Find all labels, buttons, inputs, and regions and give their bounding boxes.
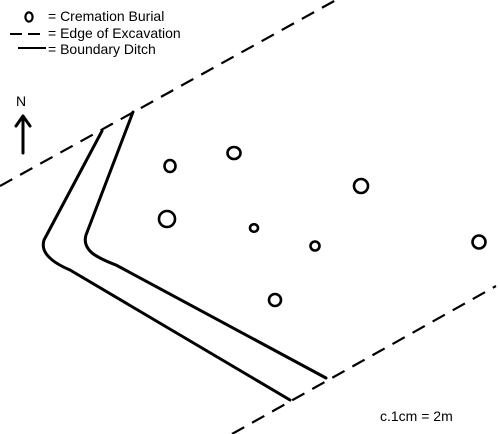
- cremation-burial: [157, 209, 177, 229]
- cremation-burial: [267, 292, 283, 308]
- cremation-burial: [309, 240, 321, 252]
- boundary-ditch-symbol: [6, 41, 48, 57]
- edge-of-excavation-symbol: [6, 25, 48, 41]
- boundary-ditch-inner-line: [83, 110, 328, 380]
- north-arrow-icon: [14, 114, 32, 155]
- excavation-edge-south: [231, 285, 497, 434]
- legend-label: = Cremation Burial: [48, 8, 165, 24]
- north-label: N: [16, 93, 27, 109]
- cremation-burial: [352, 177, 370, 195]
- boundary-ditch-outer-line: [41, 129, 292, 402]
- legend-item-cremation-burial: = Cremation Burial: [6, 8, 164, 24]
- cremation-burials: [157, 145, 487, 308]
- cremation-burial: [471, 234, 487, 250]
- cremation-burial-symbol: [6, 8, 48, 24]
- cremation-burial: [248, 222, 260, 234]
- scale-label: c.1cm = 2m: [380, 408, 453, 424]
- excavation-edge-north: [0, 0, 337, 187]
- cremation-burial: [163, 158, 177, 174]
- legend-item-boundary-ditch: = Boundary Ditch: [6, 41, 156, 57]
- legend-label: = Edge of Excavation: [48, 25, 181, 41]
- legend-item-edge-of-excavation: = Edge of Excavation: [6, 25, 181, 41]
- legend-label: = Boundary Ditch: [48, 41, 156, 57]
- cremation-burial: [226, 145, 242, 161]
